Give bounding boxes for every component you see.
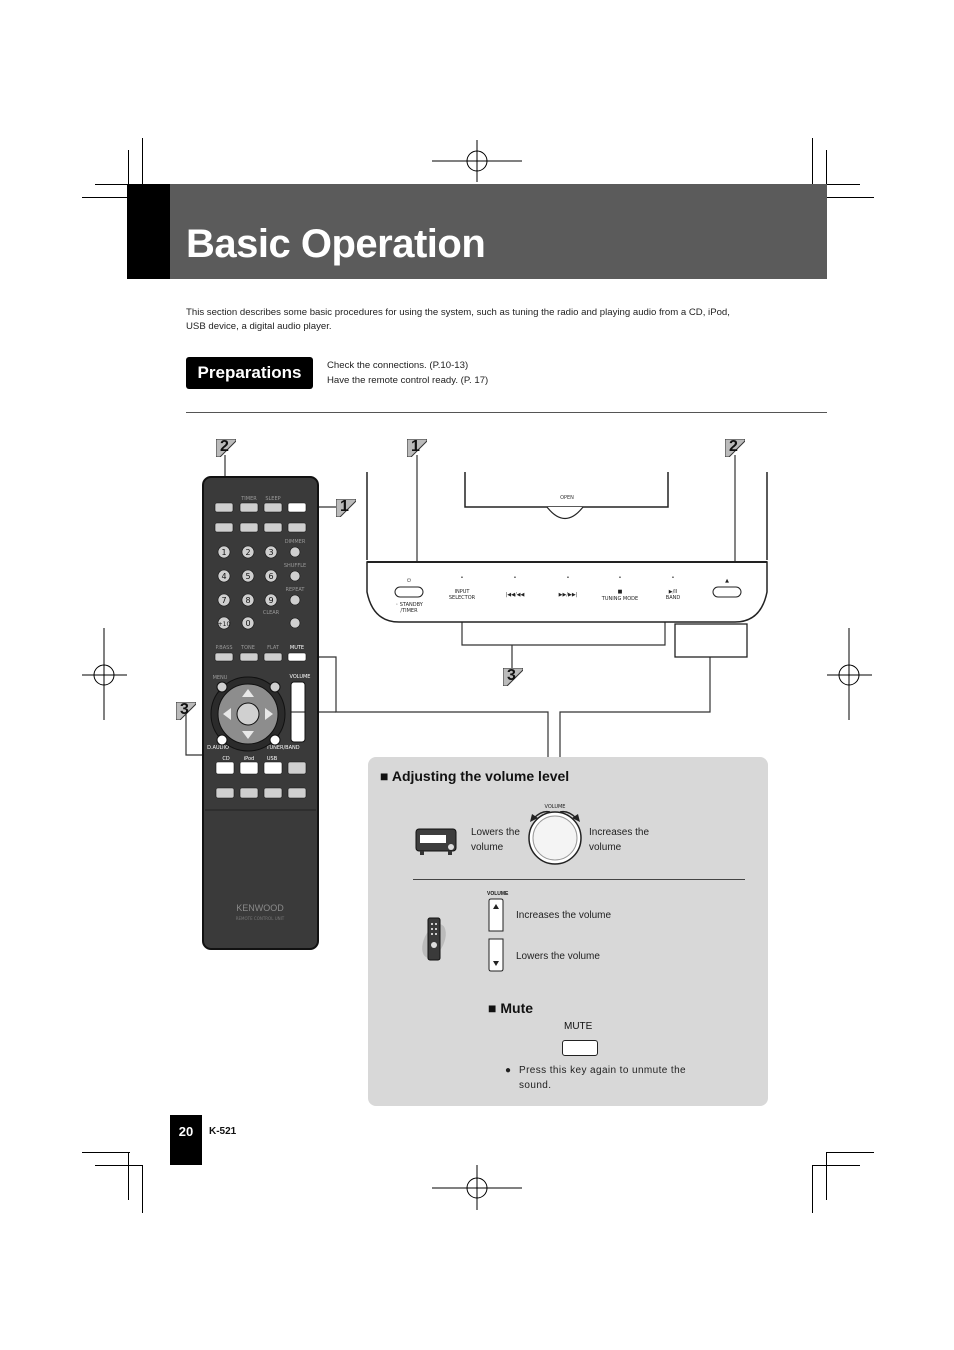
svg-text:DIMMER: DIMMER bbox=[285, 539, 306, 545]
svg-text:KENWOOD: KENWOOD bbox=[236, 903, 284, 913]
prep-item-remote: Have the remote control ready. (P. 17) bbox=[327, 375, 489, 386]
mute-note: Press this key again to unmute the sound… bbox=[519, 1065, 687, 1091]
bullet-dot-icon: ● bbox=[505, 1065, 512, 1076]
svg-text:9: 9 bbox=[268, 596, 273, 605]
svg-text:•: • bbox=[461, 575, 464, 581]
remote-increase-text: Increases the volume bbox=[516, 910, 612, 921]
section-rule bbox=[186, 412, 827, 413]
volume-up-key bbox=[488, 898, 504, 932]
svg-text:▶/II: ▶/II bbox=[669, 589, 677, 595]
callout-1-remote: 1 bbox=[336, 498, 356, 517]
svg-text:SLEEP: SLEEP bbox=[265, 496, 280, 502]
svg-text:1: 1 bbox=[221, 548, 226, 557]
svg-text:MUTE: MUTE bbox=[290, 645, 304, 651]
remote-icon bbox=[422, 917, 446, 961]
svg-text:4: 4 bbox=[221, 572, 226, 581]
svg-text:TIMER: TIMER bbox=[240, 496, 257, 502]
title-tab bbox=[127, 184, 170, 279]
page-number: 20 bbox=[170, 1115, 202, 1165]
svg-text:USB: USB bbox=[267, 756, 278, 762]
svg-text:SELECTOR: SELECTOR bbox=[449, 595, 476, 601]
svg-text:VOLUME: VOLUME bbox=[545, 804, 566, 810]
remote-control-illustration: 1 2 3 4 5 6 7 8 9 +10 0 TIMER SLEEP DIMMER SHUFFL… bbox=[202, 476, 319, 950]
svg-text:•: • bbox=[619, 575, 622, 581]
svg-text:REPEAT: REPEAT bbox=[286, 587, 306, 593]
svg-text:D.AUDIO: D.AUDIO bbox=[207, 745, 229, 751]
mute-key-label: MUTE bbox=[564, 1021, 593, 1032]
svg-text:TONE: TONE bbox=[240, 645, 255, 651]
svg-text:INPUT: INPUT bbox=[455, 589, 471, 595]
remote-volume-label: VOLUME bbox=[487, 891, 509, 897]
svg-text:MENU: MENU bbox=[213, 675, 228, 681]
adjust-volume-heading: ■ Adjusting the volume level bbox=[380, 768, 570, 784]
model-label: K-521 bbox=[209, 1126, 237, 1137]
callout-3-remote: 3 bbox=[176, 701, 196, 720]
svg-text:+10: +10 bbox=[218, 621, 231, 628]
square-bullet-icon: ■ bbox=[488, 1000, 501, 1016]
knob-lowers-text: Lowers the volume bbox=[471, 827, 520, 853]
unit-icon bbox=[415, 828, 457, 855]
svg-text:0: 0 bbox=[245, 619, 250, 628]
svg-text:8: 8 bbox=[245, 596, 250, 605]
svg-text:TUNER/BAND: TUNER/BAND bbox=[265, 745, 299, 751]
svg-text:•: • bbox=[567, 575, 570, 581]
square-bullet-icon: ■ bbox=[380, 768, 392, 784]
svg-text:◦ STANDBY: ◦ STANDBY bbox=[395, 602, 424, 608]
callout-2-unit: 2 bbox=[725, 438, 745, 457]
preparations-tag: Preparations bbox=[186, 357, 313, 389]
svg-text:3: 3 bbox=[268, 548, 273, 557]
callout-2-remote: 2 bbox=[216, 438, 236, 457]
svg-text:REMOTE CONTROL UNIT: REMOTE CONTROL UNIT bbox=[236, 916, 285, 921]
svg-text:OPEN: OPEN bbox=[560, 495, 574, 501]
svg-text:7: 7 bbox=[221, 596, 226, 605]
remote-decrease-text: Lowers the volume bbox=[516, 951, 600, 962]
panel-divider bbox=[413, 879, 745, 880]
svg-text:SHUFFLE: SHUFFLE bbox=[284, 563, 306, 569]
mute-key bbox=[562, 1040, 598, 1056]
volume-down-key bbox=[488, 938, 504, 972]
svg-text:•: • bbox=[514, 575, 517, 581]
svg-text:TUNING MODE: TUNING MODE bbox=[601, 596, 638, 602]
prep-item-connections: Check the connections. (P.10-13) bbox=[327, 360, 469, 371]
svg-text:▲: ▲ bbox=[725, 578, 729, 584]
svg-text:|◀◀/◀◀: |◀◀/◀◀ bbox=[506, 592, 525, 598]
callout-1-unit: 1 bbox=[407, 438, 427, 457]
callout-3-unit: 3 bbox=[503, 667, 523, 686]
svg-text:iPod: iPod bbox=[244, 756, 254, 762]
svg-text:BAND: BAND bbox=[666, 595, 681, 601]
svg-text:2: 2 bbox=[245, 548, 250, 557]
svg-text:FLAT: FLAT bbox=[267, 645, 280, 651]
volume-knob: VOLUME bbox=[528, 804, 582, 865]
svg-text:P.BASS: P.BASS bbox=[215, 645, 232, 651]
svg-text:CD: CD bbox=[222, 756, 229, 762]
knob-increases-text: Increases the volume bbox=[589, 827, 650, 853]
intro-text: This section describes some basic proced… bbox=[186, 307, 730, 332]
title-band bbox=[127, 184, 827, 279]
svg-text:▶▶/▶▶|: ▶▶/▶▶| bbox=[559, 592, 578, 598]
page-title: Basic Operation bbox=[186, 222, 486, 266]
svg-text:VOLUME: VOLUME bbox=[290, 674, 311, 680]
mute-heading: ■ Mute bbox=[488, 1000, 534, 1016]
svg-text:⏻: ⏻ bbox=[407, 578, 411, 584]
svg-text:6: 6 bbox=[268, 572, 273, 581]
svg-text:5: 5 bbox=[245, 572, 250, 581]
svg-text:CLEAR: CLEAR bbox=[263, 610, 280, 616]
svg-text:•: • bbox=[672, 575, 675, 581]
svg-text:/TIMER: /TIMER bbox=[400, 608, 418, 614]
svg-text:■: ■ bbox=[618, 589, 623, 595]
